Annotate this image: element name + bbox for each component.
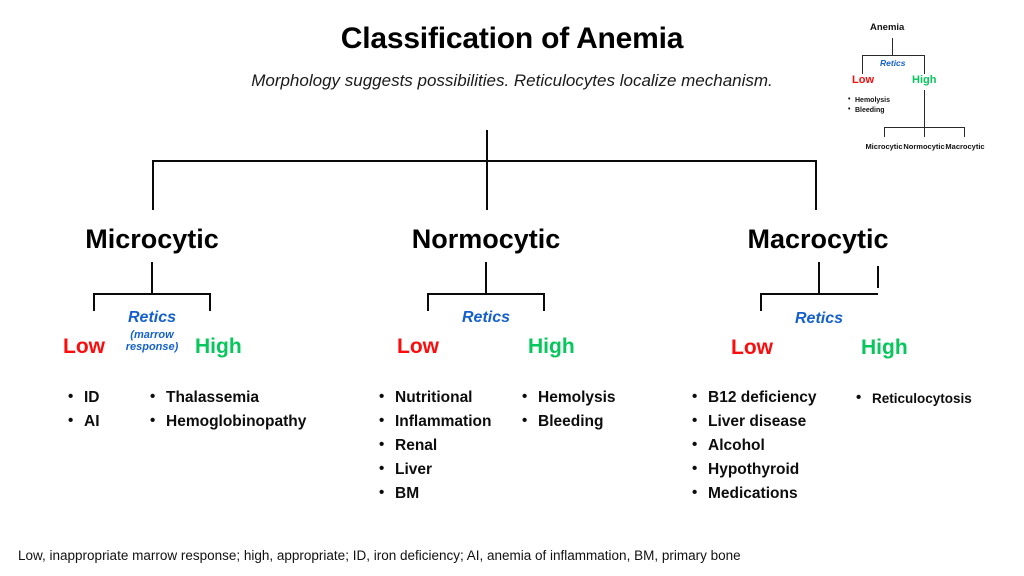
column-heading-microcytic: Microcytic bbox=[85, 224, 219, 254]
thumbnail-retics-label: Retics bbox=[880, 58, 906, 68]
microcytic-retics-label: Retics bbox=[127, 309, 177, 326]
microcytic-retics-note: (marrow response) bbox=[125, 329, 179, 353]
normocytic-arm-high bbox=[543, 293, 545, 311]
thumbnail-arm-low bbox=[862, 55, 863, 74]
list-item: BM bbox=[379, 481, 491, 506]
thumbnail-low-list: Hemolysis Bleeding bbox=[848, 95, 890, 116]
root-stem bbox=[486, 130, 488, 162]
macrocytic-arm-low bbox=[760, 293, 762, 311]
microcytic-arm-low bbox=[93, 293, 95, 311]
microcytic-stem bbox=[151, 262, 153, 294]
microcytic-high-list: Thalassemia Hemoglobinopathy bbox=[150, 385, 306, 434]
footer-note: Low, inappropriate marrow response; high… bbox=[18, 548, 741, 563]
normocytic-retics-label: Retics bbox=[461, 309, 511, 326]
macrocytic-retics-label: Retics bbox=[794, 310, 844, 327]
thumbnail-leaf-microcytic: Microcytic bbox=[865, 142, 903, 151]
list-item: Bleeding bbox=[848, 105, 890, 116]
thumbnail-root-crossbar bbox=[862, 55, 924, 56]
list-item: Hemoglobinopathy bbox=[150, 409, 306, 434]
list-item: Thalassemia bbox=[150, 385, 306, 410]
root-drop-macrocytic bbox=[815, 160, 817, 210]
macrocytic-high-label: High bbox=[861, 336, 908, 359]
macrocytic-arm-high bbox=[877, 266, 879, 288]
normocytic-arm-low bbox=[427, 293, 429, 311]
root-drop-normocytic bbox=[486, 160, 488, 210]
column-heading-normocytic: Normocytic bbox=[411, 224, 561, 254]
list-item: Liver bbox=[379, 457, 491, 482]
thumbnail-leaf-arm-macrocytic bbox=[964, 127, 965, 137]
list-item: Hemolysis bbox=[522, 385, 616, 410]
normocytic-high-list: Hemolysis Bleeding bbox=[522, 385, 616, 434]
thumbnail-arm-high bbox=[924, 55, 925, 74]
thumbnail-minimap: Anemia Retics Low High Hemolysis Bleedin… bbox=[838, 14, 1024, 166]
normocytic-stem bbox=[485, 262, 487, 294]
normocytic-high-label: High bbox=[528, 335, 575, 358]
normocytic-low-label: Low bbox=[397, 335, 439, 358]
microcytic-high-label: High bbox=[195, 335, 242, 358]
list-item: Alcohol bbox=[692, 433, 817, 458]
thumbnail-leaf-normocytic: Normocytic bbox=[903, 142, 945, 151]
normocytic-low-list: Nutritional Inflammation Renal Liver BM bbox=[379, 385, 491, 506]
thumbnail-low-label: Low bbox=[852, 74, 874, 86]
list-item: Liver disease bbox=[692, 409, 817, 434]
list-item: ID bbox=[68, 385, 100, 410]
thumbnail-leaf-arm-normocytic bbox=[924, 127, 925, 137]
page-title: Classification of Anemia bbox=[340, 22, 684, 55]
thumbnail-leaf-macrocytic: Macrocytic bbox=[945, 142, 985, 151]
list-item: Inflammation bbox=[379, 409, 491, 434]
macrocytic-crossbar bbox=[760, 293, 878, 295]
thumbnail-leaf-arm-microcytic bbox=[884, 127, 885, 137]
root-drop-microcytic bbox=[152, 160, 154, 210]
column-heading-macrocytic: Macrocytic bbox=[747, 224, 889, 254]
root-crossbar bbox=[152, 160, 817, 162]
microcytic-arm-high bbox=[209, 293, 211, 311]
list-item: AI bbox=[68, 409, 100, 434]
page-subtitle: Morphology suggests possibilities. Retic… bbox=[251, 71, 773, 90]
thumbnail-high-label: High bbox=[912, 74, 937, 86]
list-item: Medications bbox=[692, 481, 817, 506]
thumbnail-root-stem bbox=[892, 38, 893, 56]
list-item: B12 deficiency bbox=[692, 385, 817, 410]
list-item: Nutritional bbox=[379, 385, 491, 410]
microcytic-crossbar bbox=[93, 293, 211, 295]
thumbnail-root-label: Anemia bbox=[870, 22, 905, 33]
list-item: Hemolysis bbox=[848, 95, 890, 106]
macrocytic-low-list: B12 deficiency Liver disease Alcohol Hyp… bbox=[692, 385, 817, 506]
normocytic-crossbar bbox=[427, 293, 545, 295]
microcytic-low-label: Low bbox=[63, 335, 105, 358]
macrocytic-stem bbox=[818, 262, 820, 294]
list-item: Bleeding bbox=[522, 409, 616, 434]
list-item: Hypothyroid bbox=[692, 457, 817, 482]
macrocytic-high-list: Reticulocytosis bbox=[856, 387, 972, 410]
microcytic-low-list: ID AI bbox=[68, 385, 100, 434]
thumbnail-high-stem bbox=[924, 90, 925, 128]
macrocytic-low-label: Low bbox=[731, 336, 773, 359]
list-item: Reticulocytosis bbox=[856, 387, 972, 410]
list-item: Renal bbox=[379, 433, 491, 458]
